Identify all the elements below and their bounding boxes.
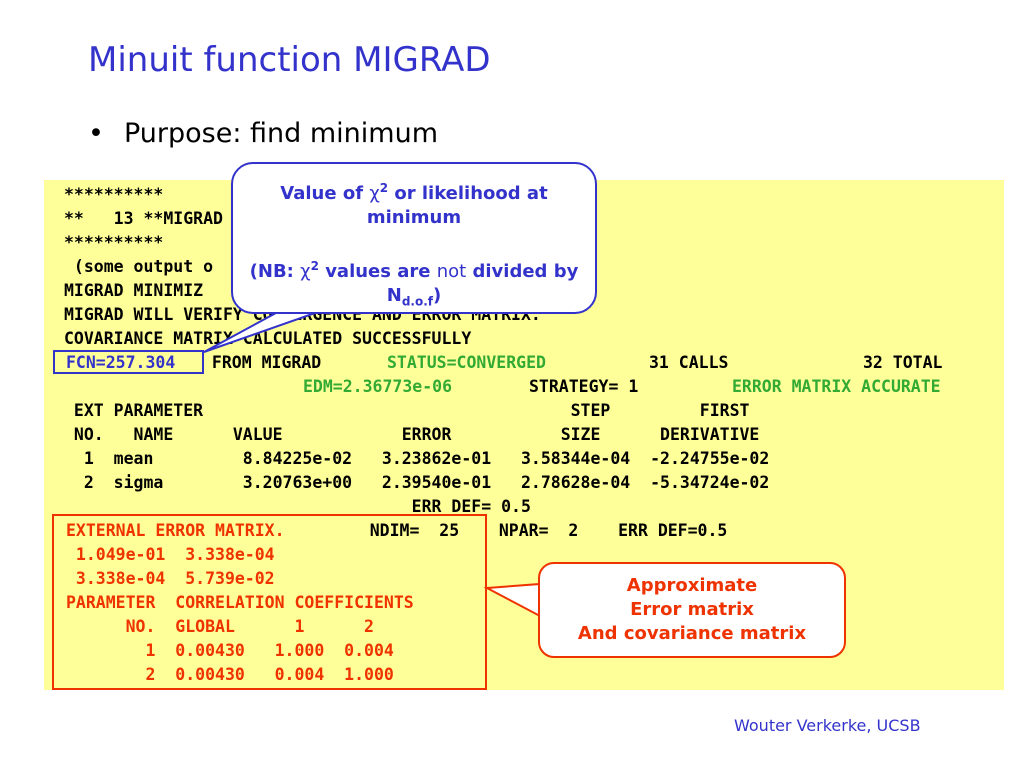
param-row-sigma: 2 sigma 3.20763e+00 2.39540e-01 2.78628e… [64, 473, 770, 492]
matrix-callout-line3: And covariance matrix [577, 623, 807, 644]
ndim-npar-line: NDIM= 25 NPAR= 2 ERR DEF=0.5 [330, 521, 728, 540]
matrix-callout-line2: Error matrix [630, 599, 754, 620]
fcn-value: FCN=257.304 [66, 353, 176, 372]
output-line-7: COVARIANCE MATRIX CALCULATED SUCCESSFULL… [64, 329, 472, 348]
matrix-accurate: ERROR MATRIX ACCURATE [732, 377, 941, 396]
param-header-1: EXT PARAMETER STEP FIRST [64, 401, 750, 420]
chi2-callout-note: (NB: χ2 values are not divided by Nd.o.f… [249, 259, 579, 309]
matrix-callout: Approximate Error matrix And covariance … [538, 562, 846, 658]
output-line-4: (some output o [64, 257, 214, 276]
output-line-3: ********** [64, 233, 164, 252]
output-line-1: ********** [64, 185, 164, 204]
correlation-title: PARAMETER CORRELATION COEFFICIENTS [66, 593, 414, 612]
strategy-value: STRATEGY= 1 [529, 377, 639, 396]
bullet-text: Purpose: find minimum [124, 118, 439, 149]
bullet-item: • Purpose: find minimum [88, 118, 438, 149]
fcn-highlight-box [53, 350, 204, 374]
output-line-2: ** 13 **MIGRAD [64, 209, 223, 228]
param-header-2: NO. NAME VALUE ERROR SIZE DERIVATIVE [64, 425, 760, 444]
correlation-row-1: 1 0.00430 1.000 0.004 [66, 641, 394, 660]
matrix-callout-line1: Approximate [626, 575, 758, 596]
error-matrix-row-2: 3.338e-04 5.739e-02 [66, 569, 275, 588]
chi2-callout: Value of χ2 or likelihood at minimum (NB… [231, 162, 597, 314]
external-error-matrix-label: EXTERNAL ERROR MATRIX. [66, 521, 285, 540]
edm-value: EDM=2.36773e-06 [303, 377, 453, 396]
total-count: 32 TOTAL [863, 353, 943, 372]
correlation-header: NO. GLOBAL 1 2 [66, 617, 374, 636]
fcn-source: FROM MIGRAD [202, 353, 322, 372]
slide-title: Minuit function MIGRAD [88, 40, 491, 80]
status-converged: STATUS=CONVERGED [387, 353, 546, 372]
bullet-dot-icon: • [88, 118, 104, 149]
error-matrix-row-1: 1.049e-01 3.338e-04 [66, 545, 275, 564]
chi2-callout-line1: Value of χ2 or likelihood at minimum [280, 181, 548, 228]
correlation-row-2: 2 0.00430 0.004 1.000 [66, 665, 394, 684]
output-line-5: MIGRAD MINIMIZ [64, 281, 204, 300]
calls-count: 31 CALLS [649, 353, 729, 372]
footer-author: Wouter Verkerke, UCSB [734, 716, 921, 735]
error-matrix-highlight-box [52, 514, 487, 690]
matrix-callout-tail [483, 582, 541, 618]
err-def-line: ERR DEF= 0.5 [64, 497, 531, 516]
param-row-mean: 1 mean 8.84225e-02 3.23862e-01 3.58344e-… [64, 449, 770, 468]
